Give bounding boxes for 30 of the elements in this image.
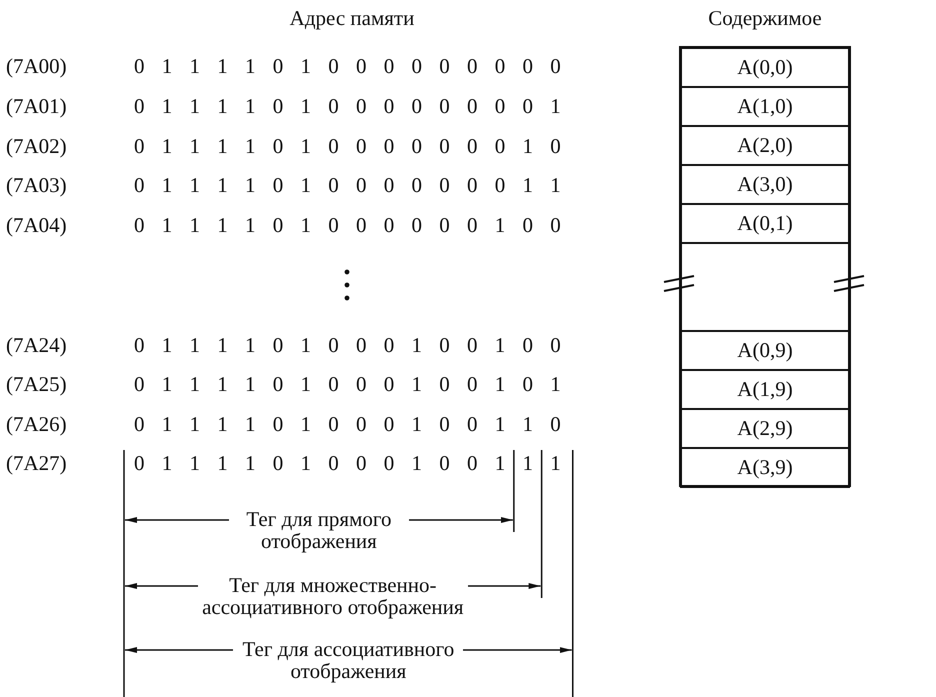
address-label: (7A24) — [6, 333, 67, 357]
address-label: (7A00) — [6, 54, 67, 78]
memory-cell: A(1,0) — [680, 86, 850, 127]
bit-string: 0 1 1 1 1 0 1 0 0 0 0 0 0 0 0 0 — [134, 54, 567, 78]
memory-gap — [680, 242, 850, 332]
address-label: (7A03) — [6, 173, 67, 197]
memory-cell: A(0,0) — [680, 47, 850, 88]
memory-cell: A(3,0) — [680, 164, 850, 205]
bit-string: 0 1 1 1 1 0 1 0 0 0 0 0 0 0 1 0 — [134, 134, 567, 158]
bit-string: 0 1 1 1 1 0 1 0 0 0 0 0 0 0 1 1 — [134, 173, 567, 197]
address-label: (7A26) — [6, 412, 67, 436]
memory-cell: A(3,9) — [680, 447, 850, 488]
memory-cell: A(2,9) — [680, 408, 850, 449]
memory-cell: A(1,9) — [680, 369, 850, 410]
bit-string: 0 1 1 1 1 0 1 0 0 0 0 0 0 1 0 0 — [134, 213, 567, 237]
address-label: (7A25) — [6, 372, 67, 396]
address-label: (7A04) — [6, 213, 67, 237]
column-heading: Содержимое — [708, 6, 822, 30]
address-label: (7A27) — [6, 451, 67, 475]
memory-cell: A(0,1) — [680, 203, 850, 244]
bit-string: 0 1 1 1 1 0 1 0 0 0 1 0 0 1 1 0 — [134, 412, 567, 436]
bit-string: 0 1 1 1 1 0 1 0 0 0 1 0 0 1 1 1 — [134, 451, 567, 475]
address-label: (7A01) — [6, 94, 67, 118]
bit-string: 0 1 1 1 1 0 1 0 0 0 1 0 0 1 0 1 — [134, 372, 567, 396]
bit-string: 0 1 1 1 1 0 1 0 0 0 0 0 0 0 0 1 — [134, 94, 567, 118]
column-heading: Адрес памяти — [290, 6, 414, 30]
memory-cell: A(0,9) — [680, 330, 850, 371]
bit-string: 0 1 1 1 1 0 1 0 0 0 1 0 0 1 0 0 — [134, 333, 567, 357]
address-label: (7A02) — [6, 134, 67, 158]
memory-cell: A(2,0) — [680, 125, 850, 166]
